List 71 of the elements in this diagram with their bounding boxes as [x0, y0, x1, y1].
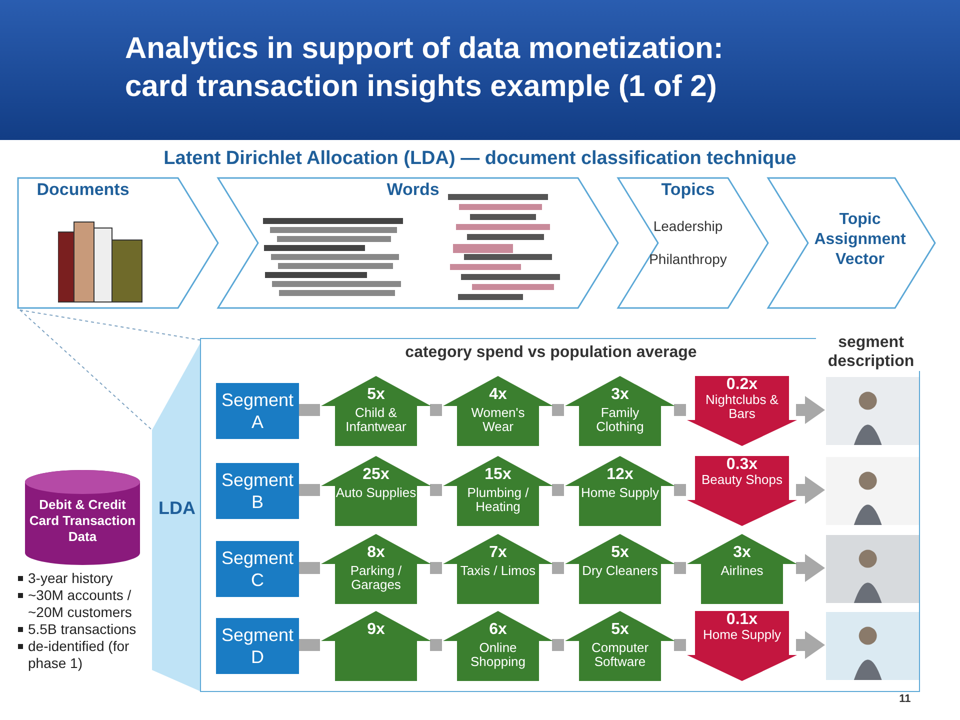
connector-bar: [298, 404, 320, 416]
spend-multiplier: 8x: [366, 544, 386, 562]
page-number: 11: [898, 693, 912, 705]
category-name: Beauty Shops: [701, 473, 783, 487]
spend-multiplier: 5x: [366, 386, 386, 404]
category-name: Dry Cleaners: [581, 564, 659, 578]
category-name: Home Supply: [580, 486, 660, 500]
category-name: Nightclubs & Bars: [704, 393, 780, 421]
connector-bar: [430, 639, 442, 651]
spend-multiplier: 12x: [606, 466, 634, 484]
category-name: Child & Infantwear: [344, 406, 408, 434]
category-name: Plumbing / Heating: [466, 486, 530, 514]
spend-multiplier: 3x: [732, 544, 752, 562]
spend-multiplier: 0.1x: [725, 611, 759, 629]
spend-multiplier: 3x: [610, 386, 630, 404]
category-name: Family Clothing: [595, 406, 645, 434]
connector-bar: [430, 404, 442, 416]
database-label: Debit & Credit Card Transaction Data: [29, 497, 136, 545]
connector-bar: [674, 484, 686, 496]
segment-box: Segment A: [216, 383, 299, 439]
connector-bar: [298, 639, 320, 651]
segment-box: Segment D: [216, 618, 299, 674]
connector-bar: [674, 404, 686, 416]
spend-multiplier: 0.2x: [725, 376, 759, 394]
category-name: Computer Software: [590, 641, 650, 669]
segment-box: Segment C: [216, 541, 299, 597]
topic-text: Leadership: [652, 218, 724, 234]
spend-multiplier: 5x: [610, 621, 630, 639]
category-name: Parking / Garages: [349, 564, 403, 592]
spend-multiplier: 9x: [366, 621, 386, 639]
panel-heading: category spend vs population average: [404, 344, 698, 362]
category-name: Home Supply: [702, 628, 782, 642]
category-name: Auto Supplies: [335, 486, 417, 500]
connector-arrow: [796, 554, 825, 582]
data-fact: 5.5B transactions: [28, 621, 138, 638]
data-fact: 3-year history: [28, 570, 114, 587]
step-heading: Topics: [660, 180, 716, 200]
spend-multiplier: 15x: [484, 466, 512, 484]
spend-multiplier: 25x: [362, 466, 390, 484]
data-fact: de-identified (for phase 1): [28, 638, 130, 672]
data-fact: ~30M accounts / ~20M customers: [28, 587, 133, 621]
connector-bar: [674, 562, 686, 574]
connector-bar: [552, 484, 564, 496]
connector-arrow: [796, 631, 825, 659]
section-heading: Latent Dirichlet Allocation (LDA) — document classification technique: [162, 148, 798, 170]
category-name: Airlines: [720, 564, 764, 578]
connector-bar: [298, 484, 320, 496]
connector-bar: [430, 484, 442, 496]
spend-multiplier: 5x: [610, 544, 630, 562]
connector-arrow: [796, 396, 825, 424]
segment-box: Segment B: [216, 463, 299, 519]
connector-bar: [552, 639, 564, 651]
category-name: Taxis / Limos: [459, 564, 537, 578]
slide-title: Analytics in support of data monetization: card transaction insights example (1 of 2): [125, 31, 724, 105]
spend-multiplier: 0.3x: [725, 456, 759, 474]
spend-multiplier: 4x: [488, 386, 508, 404]
category-name: Online Shopping: [470, 641, 526, 669]
step-heading: Words: [386, 180, 440, 200]
connector-bar: [552, 404, 564, 416]
connector-bar: [552, 562, 564, 574]
step-heading: Topic Assignment Vector: [813, 210, 907, 270]
spend-multiplier: 7x: [488, 544, 508, 562]
connector-bar: [430, 562, 442, 574]
topic-text: Philanthropy: [648, 251, 728, 267]
connector-bar: [674, 639, 686, 651]
category-name: Women's Wear: [470, 406, 526, 434]
step-heading: Documents: [36, 180, 130, 200]
connector-bar: [298, 562, 320, 574]
lda-text: LDA: [158, 498, 196, 519]
spend-multiplier: 6x: [488, 621, 508, 639]
connector-arrow: [796, 476, 825, 504]
